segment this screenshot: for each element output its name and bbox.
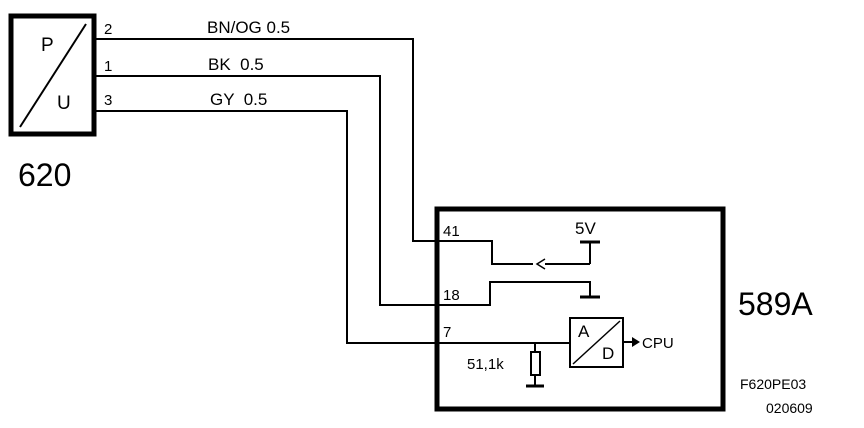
reference-code: F620PE03 bbox=[740, 376, 806, 392]
sensor-pin-3: 3 bbox=[104, 92, 112, 109]
module-pin-41: 41 bbox=[443, 223, 460, 240]
resistor-icon bbox=[530, 351, 541, 376]
adc-label-d: D bbox=[602, 344, 614, 363]
sensor-diagonal bbox=[19, 23, 87, 128]
wire-label-bn-og: BN/OG 0.5 bbox=[207, 18, 290, 37]
module-589a: 589A 41 18 7 5V A D CPU 51,1k bbox=[434, 206, 813, 412]
module-box bbox=[434, 206, 726, 412]
module-pin-18: 18 bbox=[443, 287, 460, 304]
sensor-label-p: P bbox=[41, 35, 54, 56]
wire-bk bbox=[95, 75, 591, 306]
wire-label-gy: GY 0.5 bbox=[210, 90, 267, 109]
sensor-id: 620 bbox=[18, 157, 71, 193]
reference-date: 020609 bbox=[766, 400, 813, 416]
module-pin-7: 7 bbox=[443, 324, 451, 341]
sensor-620: P U 2 1 3 620 bbox=[8, 13, 112, 193]
wires bbox=[95, 38, 591, 344]
pullup-arrow-icon bbox=[535, 258, 546, 270]
sensor-label-u: U bbox=[57, 93, 71, 114]
supply-label: 5V bbox=[575, 219, 596, 238]
module-id: 589A bbox=[738, 286, 813, 322]
sensor-box bbox=[8, 13, 97, 137]
sensor-pin-1: 1 bbox=[104, 58, 112, 75]
cpu-arrow-icon bbox=[632, 337, 640, 347]
adc-diagonal bbox=[572, 320, 621, 365]
cpu-label: CPU bbox=[642, 335, 674, 352]
sensor-pin-2: 2 bbox=[104, 21, 112, 38]
adc-label-a: A bbox=[578, 322, 590, 341]
wire-label-bk: BK 0.5 bbox=[208, 55, 264, 74]
resistor-label: 51,1k bbox=[467, 356, 504, 373]
wire-bn-og bbox=[95, 38, 533, 265]
wire-gy bbox=[95, 110, 570, 344]
